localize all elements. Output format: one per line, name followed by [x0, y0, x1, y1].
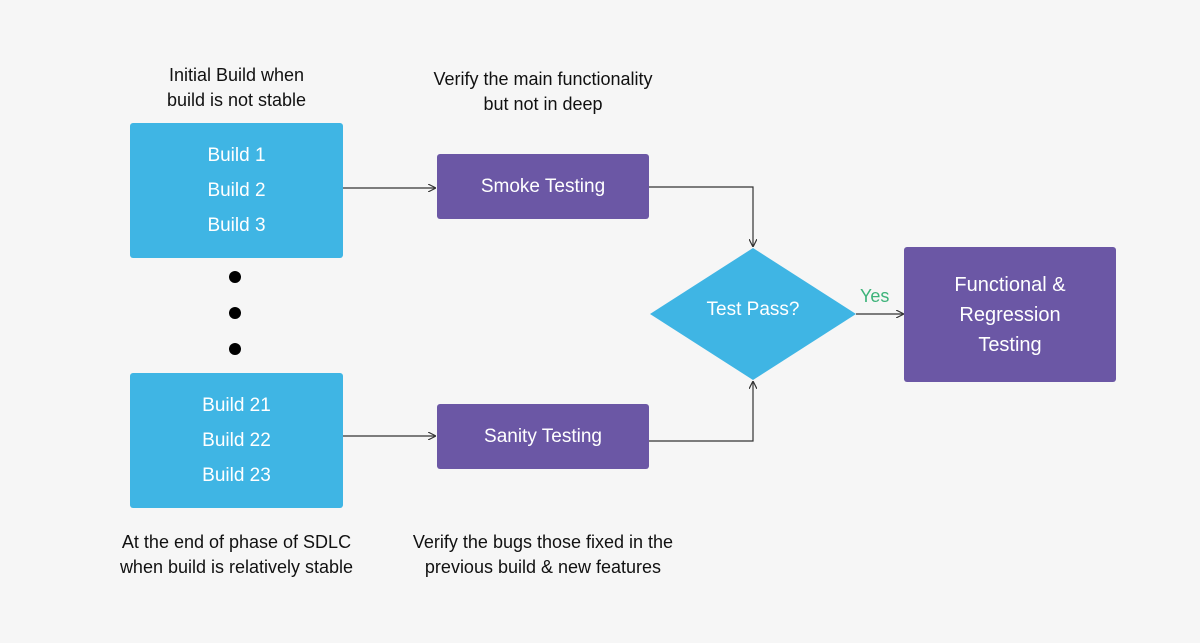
smoke-testing-box: Smoke Testing	[437, 154, 649, 219]
final-box-line-1: Functional &	[954, 273, 1066, 296]
caption-smoke-purpose-line-1: Verify the main functionality	[433, 69, 653, 89]
sanity-testing-box: Sanity Testing	[437, 404, 649, 469]
arrow-sanity-to-decision	[649, 382, 753, 442]
yes-label: Yes	[860, 286, 890, 306]
caption-stable-build: At the end of phase of SDLC when build i…	[90, 530, 383, 580]
ellipsis-dot	[229, 307, 241, 319]
caption-sanity-purpose-line-1: Verify the bugs those fixed in the	[412, 532, 674, 552]
caption-sanity-purpose-line-2: previous build & new features	[424, 557, 662, 577]
caption-stable-build-line-2: when build is relatively stable	[119, 557, 354, 577]
build-2-label: Build 2	[207, 180, 266, 201]
ellipsis-dot	[229, 343, 241, 355]
functional-regression-testing-box: Functional & Regression Testing	[904, 247, 1116, 382]
ellipsis-dot	[229, 271, 241, 283]
build-box-later: Build 21 Build 22 Build 23	[130, 373, 343, 508]
final-box-line-2: Regression	[959, 303, 1061, 326]
arrow-smoke-to-decision	[649, 186, 753, 246]
final-box-line-3: Testing	[978, 333, 1042, 356]
decision-label: Test Pass?	[706, 299, 800, 320]
build-22-label: Build 22	[202, 430, 271, 451]
build-23-label: Build 23	[202, 465, 271, 486]
sanity-testing-label: Sanity Testing	[484, 425, 602, 447]
caption-smoke-purpose: Verify the main functionality but not in…	[393, 67, 693, 117]
build-3-label: Build 3	[207, 215, 266, 236]
caption-initial-build-line-2: build is not stable	[166, 90, 307, 110]
caption-initial-build: Initial Build when build is not stable	[130, 63, 343, 113]
caption-sanity-purpose: Verify the bugs those fixed in the previ…	[383, 530, 703, 580]
caption-stable-build-line-1: At the end of phase of SDLC	[121, 532, 352, 552]
build-1-label: Build 1	[207, 145, 266, 166]
caption-smoke-purpose-line-2: but not in deep	[483, 94, 603, 114]
build-21-label: Build 21	[202, 395, 271, 416]
build-box-initial: Build 1 Build 2 Build 3	[130, 123, 343, 258]
smoke-testing-label: Smoke Testing	[480, 175, 606, 197]
decision-diamond	[650, 248, 856, 380]
caption-initial-build-line-1: Initial Build when	[168, 65, 305, 85]
